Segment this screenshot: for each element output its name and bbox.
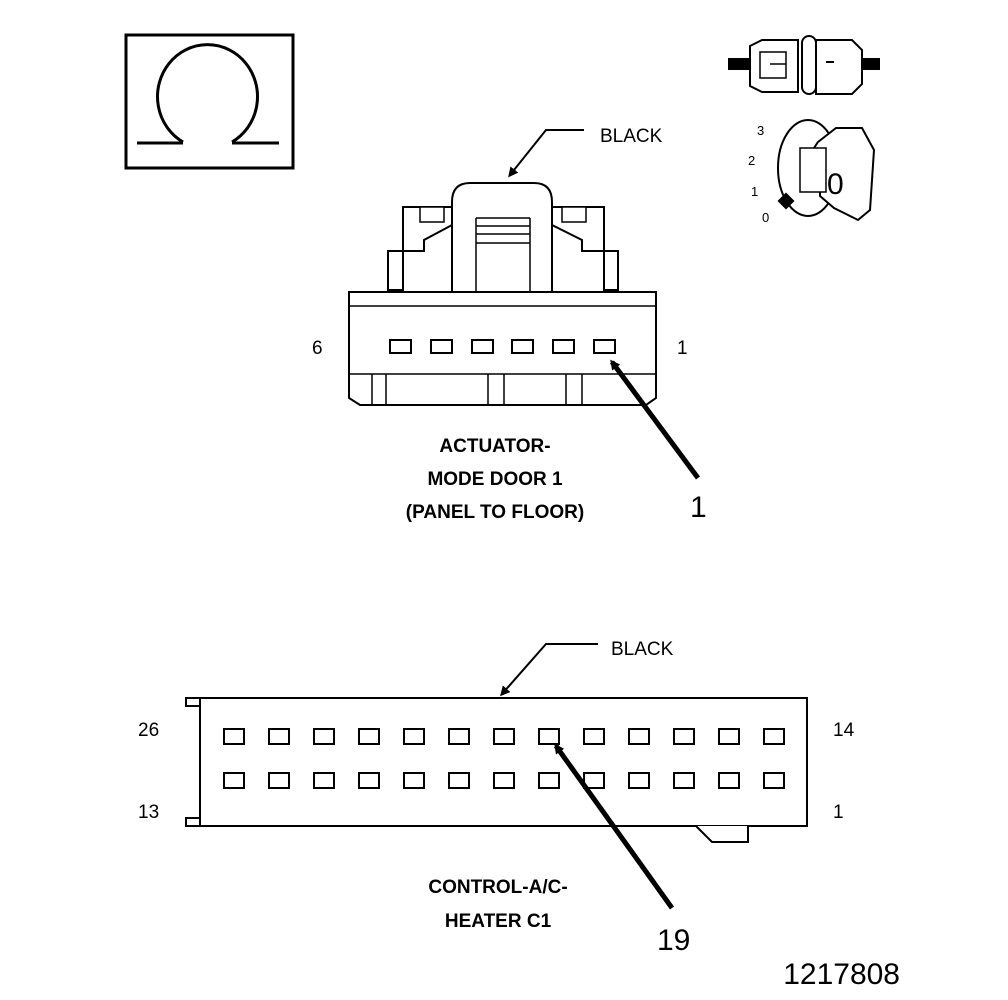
pin-cavity xyxy=(583,772,605,789)
connector1-name-line-2: MODE DOOR 1 xyxy=(427,469,563,490)
connector2-name-line-2: HEATER C1 xyxy=(445,911,552,932)
pin-cavity xyxy=(358,728,380,745)
pin-cavity xyxy=(389,339,412,354)
connector2-pin-top-right: 14 xyxy=(833,720,855,741)
connector-2: BLACK xyxy=(138,639,855,957)
connector2-pin-top-left: 26 xyxy=(138,720,159,741)
connector1-name-line-1: ACTUATOR- xyxy=(439,436,550,457)
connector2-color-label: BLACK xyxy=(611,639,674,660)
connector-icon xyxy=(728,35,880,95)
pin-cavity xyxy=(403,728,425,745)
pin-cavity xyxy=(313,772,335,789)
ignition-key-icon: 3 2 1 0 0 xyxy=(748,119,876,225)
connector2-name-line-1: CONTROL-A/C- xyxy=(428,877,567,898)
ignition-position-3: 3 xyxy=(757,123,764,138)
pin-cavity xyxy=(763,772,785,789)
pin-cavity xyxy=(448,772,470,789)
pin-cavity xyxy=(448,728,470,745)
pin-cavity xyxy=(223,728,245,745)
pin-cavity xyxy=(358,772,380,789)
omega-icon xyxy=(124,33,295,170)
pin-cavity xyxy=(268,772,290,789)
pin-cavity xyxy=(763,728,785,745)
connector1-pin-right: 1 xyxy=(677,338,688,359)
pin-cavity xyxy=(628,728,650,745)
pin-cavity xyxy=(673,728,695,745)
ignition-position-2: 2 xyxy=(748,153,755,168)
pin-cavity xyxy=(511,339,534,354)
pin-cavity xyxy=(268,728,290,745)
pin-cavity xyxy=(718,772,740,789)
pin-cavity xyxy=(403,772,425,789)
pin-cavity xyxy=(718,728,740,745)
ignition-key-label: 0 xyxy=(827,168,844,201)
pin-cavity xyxy=(493,772,515,789)
connector2-pin-bottom-right: 1 xyxy=(833,802,844,823)
connector2-callout: 19 xyxy=(657,924,690,957)
pin-cavity xyxy=(593,339,616,354)
connector1-name-line-3: (PANEL TO FLOOR) xyxy=(406,502,584,523)
pin-cavity xyxy=(471,339,494,354)
ignition-position-0: 0 xyxy=(762,210,769,225)
connector1-callout: 1 xyxy=(690,491,707,524)
connector2-pin-bottom-left: 13 xyxy=(138,802,159,823)
pin-cavity xyxy=(673,772,695,789)
pin-cavity xyxy=(583,728,605,745)
connector-1: BLACK 6 1 1 ACTUA xyxy=(312,126,707,524)
connector1-pin-left: 6 xyxy=(312,338,323,359)
ignition-position-1: 1 xyxy=(751,184,758,199)
pin-row-top xyxy=(223,728,785,745)
figure-id: 1217808 xyxy=(783,958,900,991)
pin-cavity xyxy=(313,728,335,745)
pin-cavity xyxy=(223,772,245,789)
pin-cavity xyxy=(538,728,560,745)
pin-cavity xyxy=(628,772,650,789)
pin-cavity xyxy=(538,772,560,789)
pin-row-bottom xyxy=(223,772,785,789)
pin-cavity xyxy=(493,728,515,745)
pin-cavity xyxy=(552,339,575,354)
connector1-color-label: BLACK xyxy=(600,126,663,147)
pin-cavity xyxy=(430,339,453,354)
